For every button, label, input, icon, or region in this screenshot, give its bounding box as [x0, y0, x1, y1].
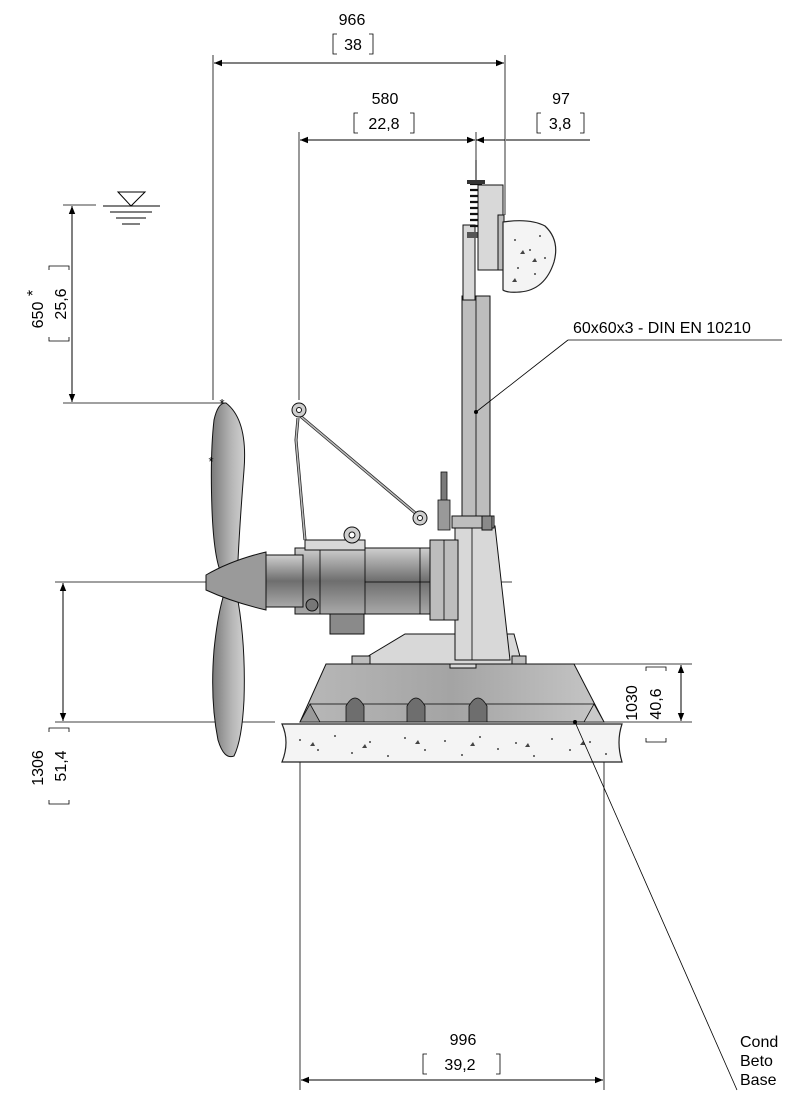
- propeller: * *: [205, 396, 267, 758]
- dim-submergence-mm: 650: [30, 302, 47, 329]
- dim-base-width-mm: 996: [450, 1032, 477, 1049]
- dim-base-width: 996 39,2: [299, 725, 605, 1090]
- dim-base-height: 1030 40,6: [574, 663, 692, 743]
- support-frame: [291, 402, 511, 661]
- dim-bracket-offset-in: 3,8: [549, 116, 571, 133]
- dim-base-height-mm: 1030: [624, 685, 641, 721]
- dim-mount-width-mm: 580: [372, 91, 399, 108]
- dim-submergence: 650 * 25,6: [25, 204, 226, 404]
- dim-shaft-height-in: 51,4: [53, 750, 70, 781]
- wall-concrete: [502, 220, 557, 293]
- dim-overall-width-mm: 966: [339, 12, 366, 29]
- concrete-base-block: [299, 663, 605, 723]
- dim-overall-width: 966 38: [212, 12, 506, 400]
- concrete-foundation: [281, 723, 623, 763]
- dim-mount-width: 580 22,8 97 3,8: [298, 91, 590, 400]
- dim-base-width-in: 39,2: [444, 1057, 475, 1074]
- base-label-line2: Beto: [740, 1053, 773, 1070]
- propeller-tip-mark-2: *: [208, 454, 213, 469]
- base-callout: Cond Beto Base: [573, 720, 778, 1091]
- dim-bracket-offset-mm: 97: [552, 91, 570, 108]
- dim-base-height-in: 40,6: [648, 688, 665, 719]
- motor-assembly: [251, 526, 459, 635]
- propeller-tip-mark: *: [219, 396, 224, 411]
- dim-mount-width-in: 22,8: [368, 116, 399, 133]
- dim-overall-width-in: 38: [344, 37, 362, 54]
- base-label-line3: Base: [740, 1072, 777, 1089]
- profile-callout: 60x60x3 - DIN EN 10210: [474, 320, 782, 414]
- guide-mast: [461, 160, 505, 527]
- profile-label: 60x60x3 - DIN EN 10210: [573, 320, 751, 337]
- dim-submergence-star: *: [25, 290, 42, 296]
- dim-shaft-height-mm: 1306: [30, 750, 47, 786]
- dim-submergence-in: 25,6: [53, 288, 70, 319]
- base-label-line1: Cond: [740, 1034, 778, 1051]
- water-level-symbol: [103, 191, 160, 225]
